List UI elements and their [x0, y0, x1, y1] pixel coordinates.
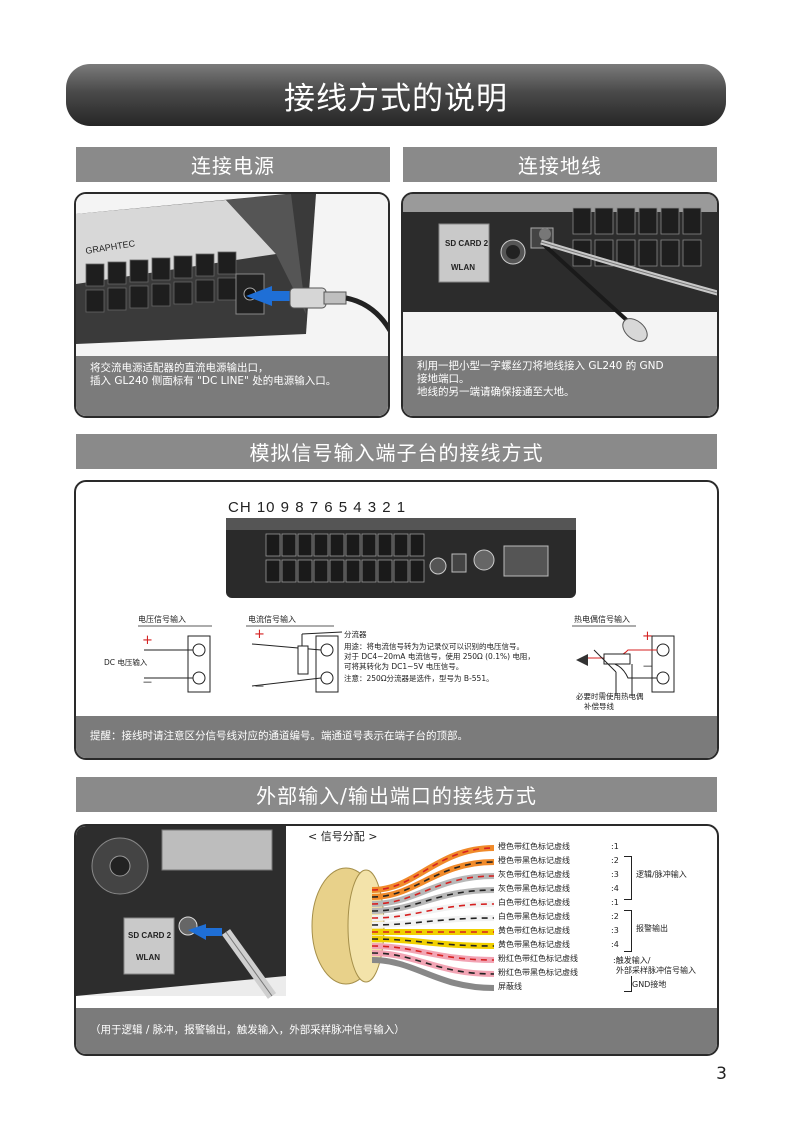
pin-number: :4: [611, 940, 619, 949]
wire-mark: [371, 959, 495, 989]
wire-mark: [371, 903, 495, 919]
power-heading: 连接电源: [76, 147, 390, 182]
insert-arrow-icon: [188, 924, 222, 940]
wire-label: 橙色带红色标记虚线: [498, 842, 570, 851]
wire-label: 黄色带黑色标记虚线: [498, 940, 570, 949]
wire-label: 屏蔽线: [498, 982, 522, 991]
wire-mark: [371, 889, 495, 912]
page-number: 3: [716, 1064, 727, 1084]
analog-diagram: CH 10 9 8 7 6 5 4 3 2 1: [138, 499, 675, 696]
wire-label: 粉红色带红色标记虚线: [498, 954, 578, 963]
channel-label: CH 10 9 8 7 6 5 4 3 2 1: [228, 499, 406, 516]
io-caption: （用于逻辑 / 脉冲，报警输出，触发输入，外部采样脉冲信号输入）: [76, 1008, 717, 1054]
wire: [371, 845, 495, 893]
pin-number: :1: [611, 898, 619, 907]
ground-panel: SD CARD 2 WLAN 利用一把小型一字螺丝刀将地线接入 GL240 的 …: [401, 192, 719, 418]
pin-number: :4: [611, 884, 619, 893]
analog-panel: CH 10 9 8 7 6 5 4 3 2 1: [74, 480, 719, 760]
svg-text:SD CARD 2: SD CARD 2: [445, 239, 489, 248]
wire-mark: [371, 938, 495, 947]
svg-text:WLAN: WLAN: [451, 263, 475, 272]
svg-text:SD CARD 2: SD CARD 2: [128, 931, 172, 940]
power-photo: GRAPHTEC: [76, 194, 388, 416]
wire-label: 白色带红色标记虚线: [498, 898, 570, 907]
thermocouple-tip-icon: [576, 654, 588, 666]
ground-heading: 连接地线: [403, 147, 717, 182]
power-panel: GRAPHTEC 将交流电源适配器的直流电源输出口， 插入 GL240 侧面标有…: [74, 192, 390, 418]
wire-label: 灰色带红色标记虚线: [498, 870, 570, 879]
pin-number: :3: [611, 926, 619, 935]
pin-number: :1: [611, 842, 619, 851]
wire-label: 黄色带红色标记虚线: [498, 926, 570, 935]
io-diagram: SD CARD 2 WLAN: [76, 826, 495, 999]
wire-mark: [371, 917, 495, 926]
wire-mark: [371, 847, 495, 891]
ground-caption: 利用一把小型一字螺丝刀将地线接入 GL240 的 GND 接地端口。 地线的另一…: [403, 356, 717, 416]
svg-text:WLAN: WLAN: [136, 953, 160, 962]
io-heading: 外部输入/输出端口的接线方式: [76, 777, 717, 812]
wire-mark: [371, 875, 495, 905]
wire-mark: [371, 861, 495, 898]
page-title: 接线方式的说明: [66, 64, 726, 126]
insert-arrow-icon: [246, 286, 290, 306]
wire-label: 粉红色带黑色标记虚线: [498, 968, 578, 977]
pin-number: :3: [611, 870, 619, 879]
analog-heading: 模拟信号输入端子台的接线方式: [76, 434, 717, 469]
wire-label: 白色带黑色标记虚线: [498, 912, 570, 921]
screwdriver-icon: [541, 242, 633, 326]
wire-label: 灰色带黑色标记虚线: [498, 884, 570, 893]
pin-number: :2: [611, 856, 619, 865]
wire-mark: [371, 952, 495, 975]
pin-number: :2: [611, 912, 619, 921]
shunt-resistor-icon: [297, 645, 309, 675]
wire-mark: [371, 945, 495, 961]
analog-caption: 提醒：接线时请注意区分信号线对应的通道编号。端通道号表示在端子台的顶部。: [76, 716, 717, 758]
power-caption: 将交流电源适配器的直流电源输出口， 插入 GL240 侧面标有 "DC LINE…: [76, 356, 388, 416]
wire-label: 橙色带黑色标记虚线: [498, 856, 570, 865]
